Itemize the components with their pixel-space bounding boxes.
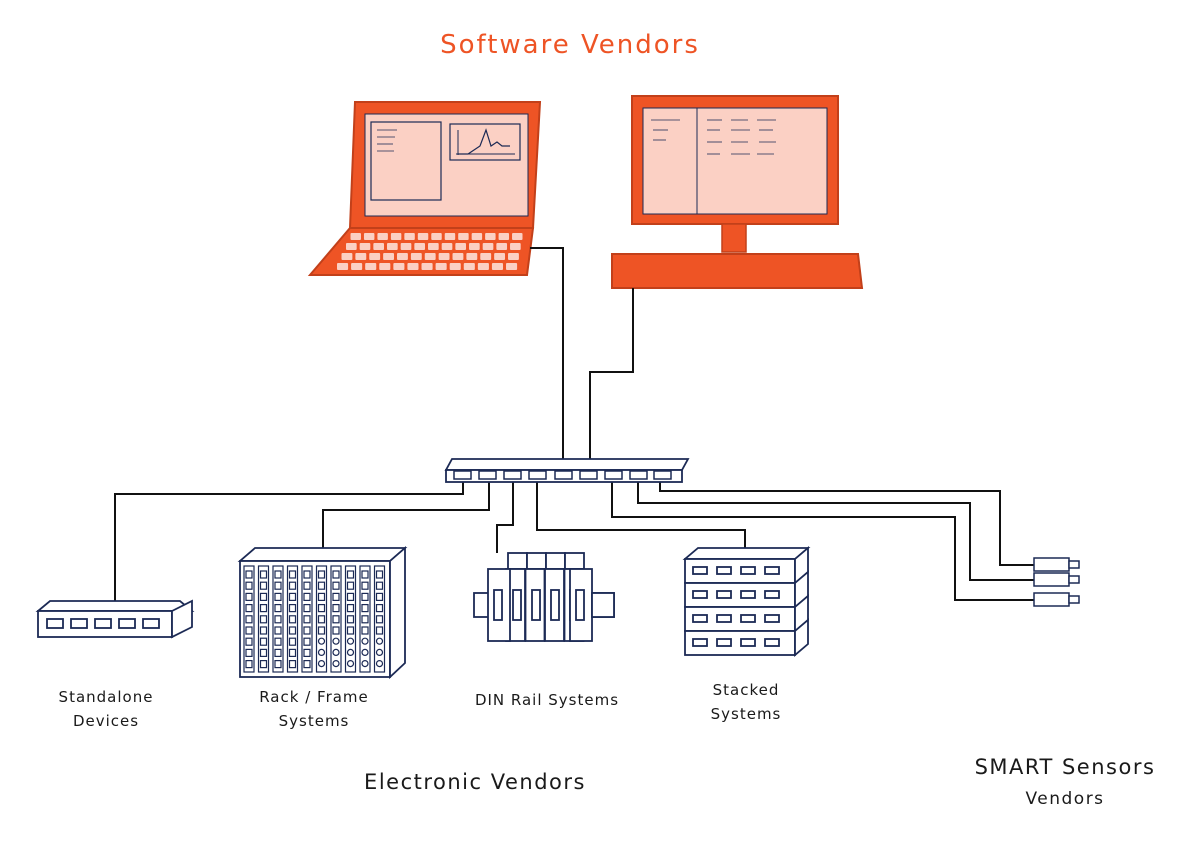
network-cables	[114, 247, 1034, 601]
electronic-vendors-label: Electronic Vendors	[364, 770, 586, 794]
rack-frame-label: Rack / Frame Systems	[244, 685, 384, 733]
smart-label-line2: Vendors	[1025, 789, 1105, 809]
din-rail-icon	[473, 552, 615, 642]
din-label-line1: DIN Rail Systems	[474, 691, 620, 709]
stacked-systems-icon	[682, 546, 811, 657]
rack-frame-icon	[237, 546, 408, 680]
smart-sensors-vendors-label: SMART Sensors Vendors	[950, 755, 1180, 809]
desktop-monitor-icon	[611, 95, 864, 289]
standalone-devices-label: Standalone Devices	[46, 685, 166, 733]
stacked-label-line1: Stacked	[712, 681, 780, 699]
standalone-label-line2: Devices	[72, 712, 140, 730]
standalone-label-line1: Standalone	[58, 688, 154, 706]
laptop-icon	[307, 101, 542, 276]
smart-sensors-icon	[1033, 557, 1080, 607]
smart-label-line1: SMART Sensors	[974, 755, 1156, 779]
rack-label-line1: Rack / Frame	[259, 688, 369, 706]
stacked-systems-label: Stacked Systems	[698, 678, 794, 726]
standalone-device-icon	[35, 599, 195, 639]
rack-label-line2: Systems	[278, 712, 350, 730]
network-switch-icon	[444, 458, 690, 483]
software-vendors-title: Software Vendors	[440, 30, 700, 60]
stacked-label-line2: Systems	[710, 705, 782, 723]
din-rail-label: DIN Rail Systems	[470, 688, 624, 712]
